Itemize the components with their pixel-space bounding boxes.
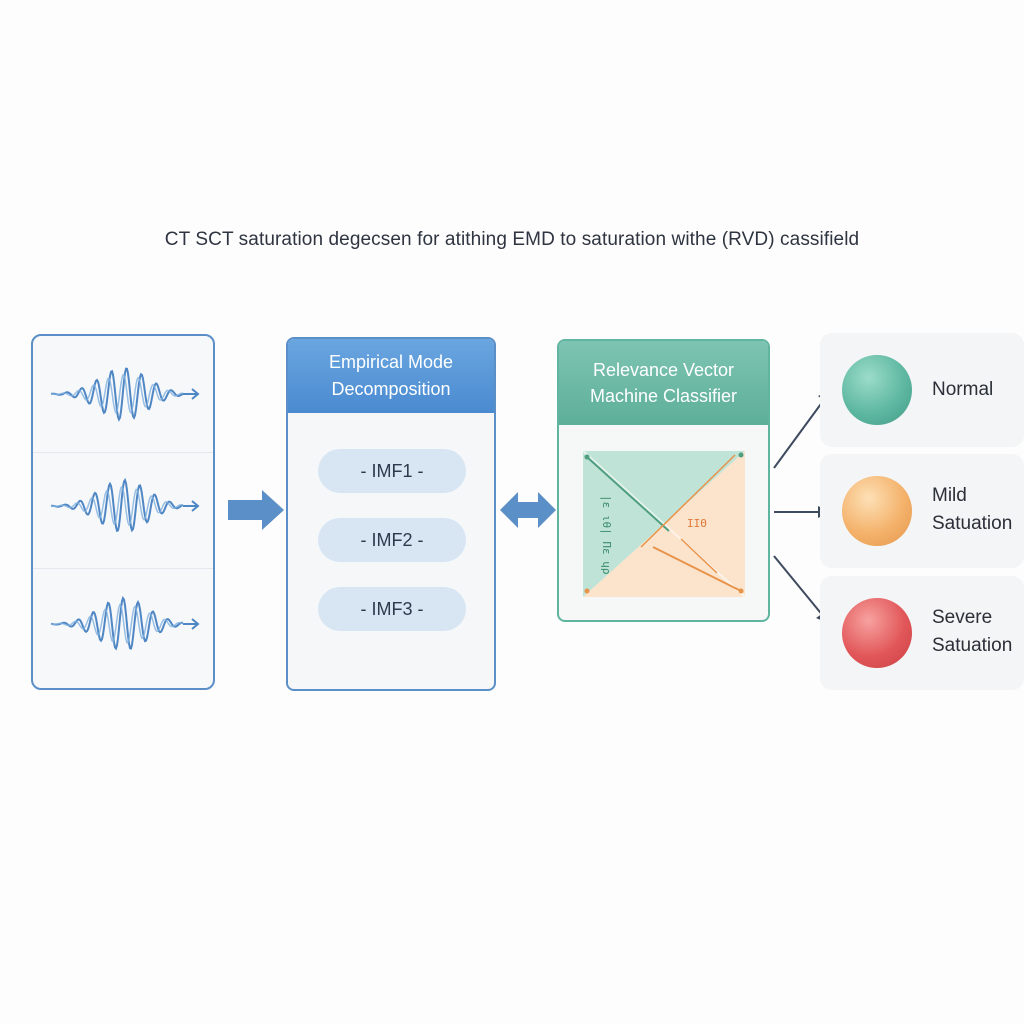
- margin-line: [652, 546, 742, 592]
- status-ball-icon: [842, 476, 912, 546]
- rvm-decision-plot: |ε ιθ| Πε ɥρ ΙΙΘ: [583, 451, 745, 597]
- support-vector: [738, 588, 744, 594]
- decision-boundary: [640, 454, 736, 548]
- emd-panel: Empirical Mode Decomposition - IMF1 - - …: [286, 337, 496, 691]
- imf-pill: - IMF2 -: [318, 518, 466, 562]
- emd-title-line1: Empirical Mode: [328, 352, 454, 372]
- imf-pill: - IMF1 -: [318, 449, 466, 493]
- support-vector: [584, 588, 590, 594]
- output-card-severe: Severe Satuation: [820, 576, 1024, 690]
- emd-header: Empirical Mode Decomposition: [288, 339, 494, 413]
- signal-row: [33, 568, 213, 684]
- signal-row: [33, 336, 213, 453]
- rvm-title-line2: Machine Classifier: [589, 386, 738, 406]
- double-arrow-icon: [500, 492, 556, 528]
- support-vector: [584, 454, 590, 460]
- margin-line: [586, 456, 670, 532]
- output-label: Severe Satuation: [932, 607, 1013, 656]
- plot-top-right-label: ΙΙΘ: [687, 517, 707, 530]
- support-vector: [738, 452, 744, 458]
- diagram-title: CT SCT saturation degecsen for atithing …: [164, 229, 860, 250]
- waveform-icon: [50, 367, 200, 422]
- output-card-normal: Normal: [820, 333, 1024, 447]
- rvm-panel: Relevance Vector Machine Classifier |ε ι…: [557, 339, 770, 622]
- output-card-mild: Mild Satuation: [820, 454, 1024, 568]
- signal-input-panel: [31, 334, 215, 690]
- emd-title-line2: Decomposition: [331, 379, 451, 399]
- imf-pill: - IMF3 -: [318, 587, 466, 631]
- output-label: Normal: [932, 379, 994, 400]
- waveform-icon: [50, 477, 200, 533]
- status-ball-icon: [842, 355, 912, 425]
- arrow-to-normal: [773, 396, 827, 469]
- rvm-title-line1: Relevance Vector: [592, 360, 735, 380]
- status-ball-icon: [842, 598, 912, 668]
- waveform-icon: [50, 595, 200, 651]
- rvm-header: Relevance Vector Machine Classifier: [559, 341, 768, 425]
- output-label: Mild Satuation: [932, 485, 1013, 534]
- plot-vertical-label: |ε ιθ| Πε ɥρ: [600, 495, 613, 574]
- arrow-right-icon: [228, 490, 284, 530]
- signal-row: [33, 452, 213, 569]
- arrow-to-severe: [773, 555, 825, 618]
